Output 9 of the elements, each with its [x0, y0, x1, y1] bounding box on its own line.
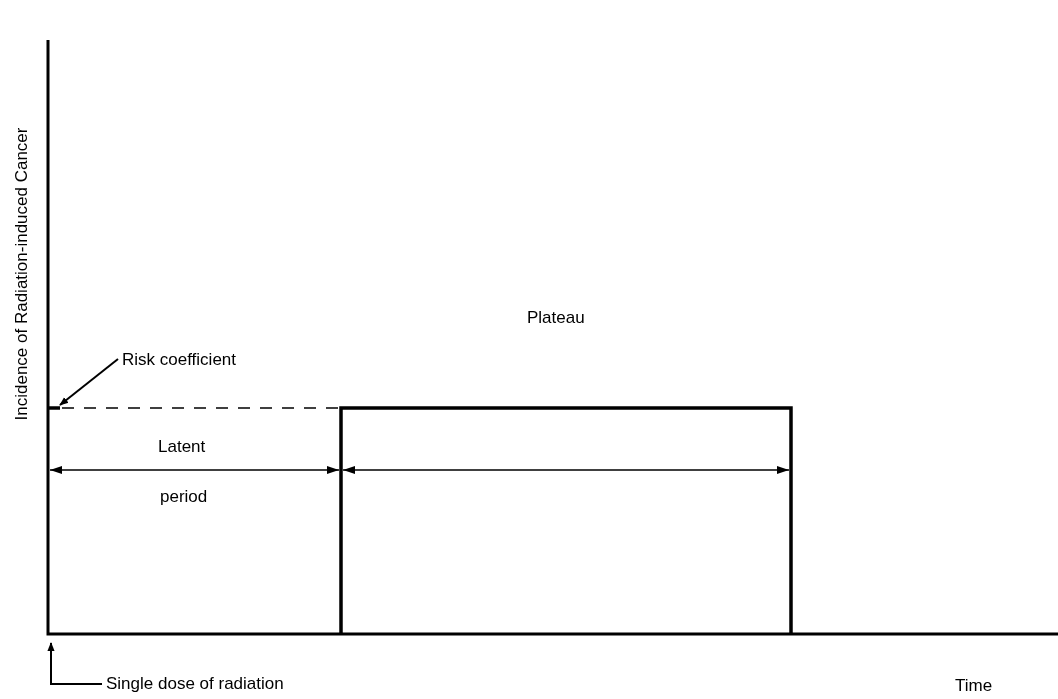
callout-text: Single dose of radiation — [105, 674, 284, 692]
axis-label: Time — [955, 675, 993, 697]
callout-text: Risk coefficient — [121, 350, 236, 368]
leader-line — [59, 358, 119, 406]
axis-label: Incidence of Radiation-induced Cancer — [11, 127, 33, 421]
region-label: Plateau — [527, 307, 585, 329]
region-label: Latent — [158, 436, 206, 458]
region-label: period — [160, 486, 208, 508]
arrow — [47, 642, 103, 685]
